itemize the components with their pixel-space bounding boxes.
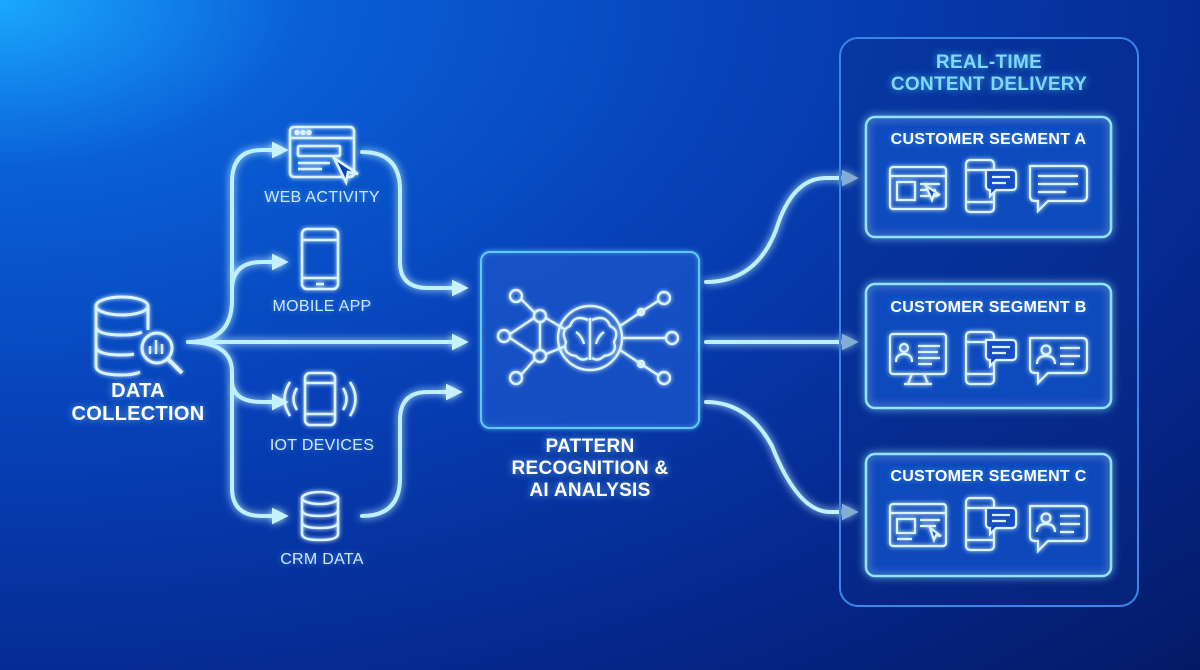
monitor-profile-icon	[888, 332, 948, 386]
connector-to-web-activity	[186, 141, 289, 344]
segment-c-icons	[888, 496, 1089, 554]
database-search-icon	[94, 295, 184, 377]
neural-network-brain-icon	[496, 288, 680, 386]
delivery-panel-title: REAL-TIME CONTENT DELIVERY	[852, 52, 1126, 96]
connector-crm-to-processor	[360, 383, 463, 518]
segment-label-a: CUSTOMER SEGMENT A	[890, 131, 1087, 148]
processor-title-line1: PATTERN	[545, 436, 635, 457]
segment-b-icons	[888, 330, 1089, 386]
message-icon	[1028, 164, 1089, 214]
processor-title-line2: RECOGNITION &	[511, 458, 669, 479]
delivery-title-line1: REAL-TIME	[935, 52, 1043, 73]
profile-message-icon	[1028, 504, 1089, 554]
connector-processor-to-segment-a	[704, 169, 859, 284]
input-label-mobile-app: MOBILE APP	[272, 298, 372, 315]
connector-lines	[186, 141, 859, 525]
data-collection-title-line2: COLLECTION	[71, 403, 205, 425]
smartphone-chat-icon	[964, 330, 1018, 386]
delivery-title-line2: CONTENT DELIVERY	[890, 74, 1088, 95]
connector-processor-to-segment-c	[704, 400, 859, 521]
segment-a-icons	[888, 158, 1089, 214]
smartphone-icon	[300, 227, 340, 291]
phone-signal-icon	[283, 371, 357, 427]
processor-title-line3: AI ANALYSIS	[529, 480, 651, 501]
webpage-icon	[888, 502, 948, 548]
data-collection-title-line1: DATA	[111, 380, 165, 402]
processor-title: PATTERN RECOGNITION & AI ANALYSIS	[480, 436, 700, 502]
segment-label-c: CUSTOMER SEGMENT C	[890, 468, 1087, 485]
profile-message-icon	[1028, 336, 1089, 386]
input-label-web-activity: WEB ACTIVITY	[264, 189, 380, 206]
segment-label-b: CUSTOMER SEGMENT B	[890, 299, 1087, 316]
smartphone-chat-icon	[964, 158, 1018, 214]
browser-cursor-icon	[288, 125, 359, 186]
smartphone-chat-icon	[964, 496, 1018, 552]
connector-to-mobile-app	[230, 253, 289, 292]
database-icon	[300, 490, 340, 542]
input-label-iot-devices: IOT DEVICES	[269, 437, 375, 454]
connector-web-to-processor	[360, 150, 469, 297]
input-label-crm-data: CRM DATA	[280, 551, 364, 568]
webpage-icon	[888, 165, 948, 211]
data-collection-title: DATA COLLECTION	[58, 380, 218, 426]
connector-to-crm-data	[230, 370, 289, 525]
